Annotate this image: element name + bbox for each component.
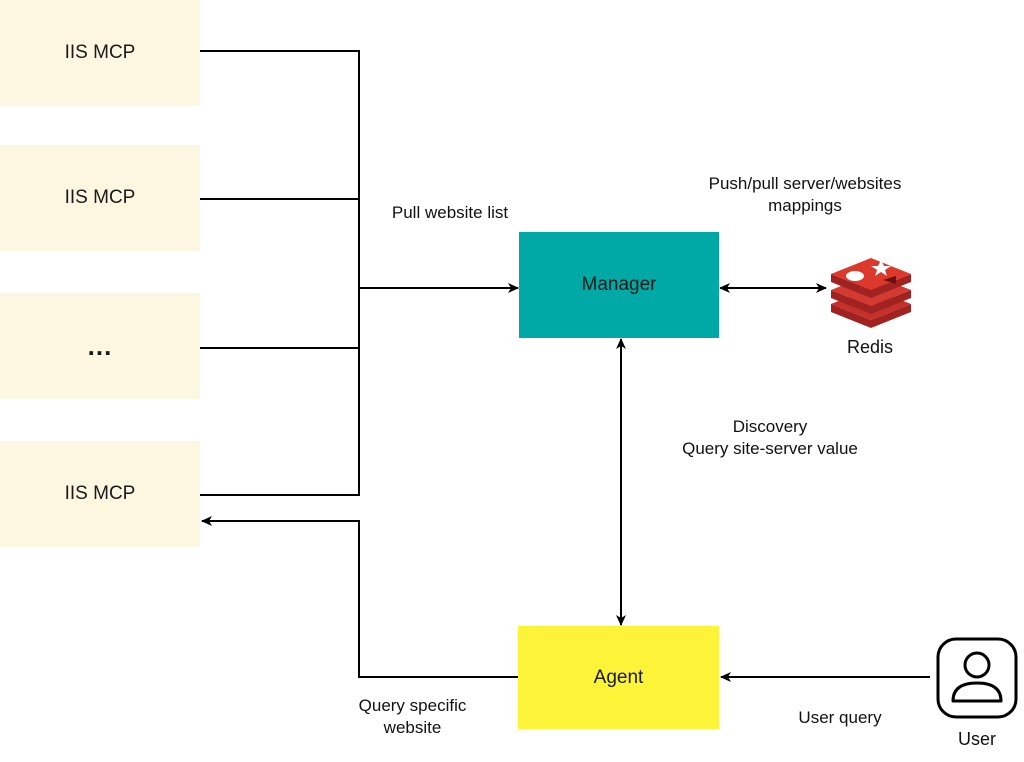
agent-label: Agent [593, 666, 644, 688]
redis-label: Redis [846, 337, 894, 357]
push-pull-mappings-label: Push/pull server/websites mappings [660, 173, 950, 217]
iis-mcp-box-ellipsis: ... [0, 293, 200, 399]
push-pull-line-1: Push/pull server/websites [708, 174, 902, 193]
discovery-line-2: Query site-server value [682, 439, 858, 458]
user-label: User [957, 729, 996, 749]
iis-mcp-label-3: IIS MCP [64, 483, 136, 504]
iis-mcp-box-2: IIS MCP [0, 145, 200, 251]
manager-node: Manager [519, 232, 719, 338]
pull-website-list-label: Pull website list [391, 203, 509, 222]
manager-label: Manager [581, 274, 657, 295]
user-profile-icon [936, 637, 1018, 719]
discovery-label: Discovery Query site-server value [650, 416, 890, 460]
push-pull-line-2: mappings [768, 196, 842, 215]
agent-to-iis-arrow [201, 516, 518, 678]
iis-mcp-label-1: IIS MCP [64, 42, 136, 63]
iis-mcp-label-2: IIS MCP [64, 187, 136, 208]
query-specific-line-1: Query specific [358, 696, 467, 715]
query-specific-line-2: website [383, 718, 442, 737]
agent-node: Agent [518, 626, 719, 729]
iis-mcp-box-1: IIS MCP [0, 0, 200, 106]
iis-ellipsis-label: ... [87, 330, 113, 361]
user-query-label: User query [798, 708, 882, 727]
query-specific-website-label: Query specific website [330, 695, 495, 739]
redis-logo-icon [831, 258, 911, 328]
iis-mcp-box-3: IIS MCP [0, 441, 200, 547]
discovery-line-1: Discovery [732, 417, 808, 436]
